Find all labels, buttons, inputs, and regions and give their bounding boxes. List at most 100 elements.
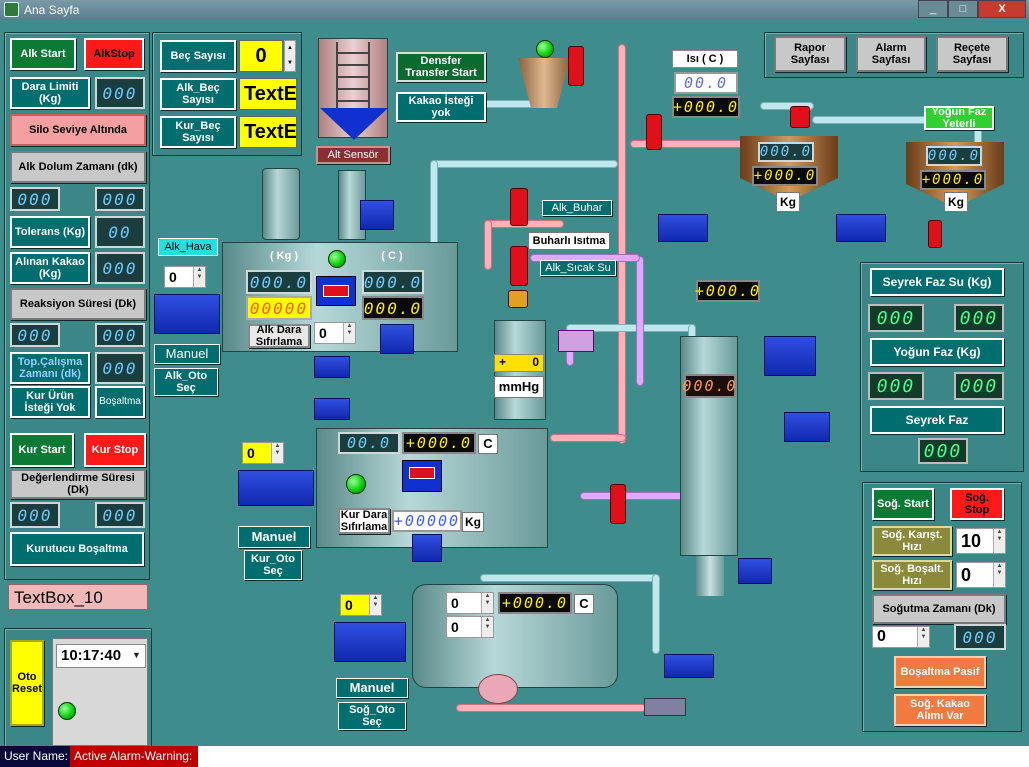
dryer-unit-c: C — [478, 434, 498, 454]
clock-dropdown-icon[interactable]: ▼ — [132, 650, 141, 660]
tank-valve-icon[interactable] — [790, 106, 810, 128]
dara-limiti-label: Dara Limiti (Kg) — [10, 77, 90, 109]
tank2-display-b: +000.0 — [920, 170, 986, 190]
sogutma-zamani-display: 000 — [954, 624, 1006, 650]
spinner-arrows-icon[interactable]: ▲▼ — [993, 529, 1005, 553]
alk-dolum-display-a: 000 — [10, 187, 60, 211]
alarm-sayfasi-button[interactable]: Alarm Sayfası — [856, 36, 926, 72]
manuel-2-button[interactable]: Manuel — [238, 526, 310, 548]
pink-pipe-main — [618, 44, 626, 444]
densfer-transfer-button[interactable]: Densfer Transfer Start — [396, 52, 486, 82]
alk-oto-button[interactable]: Alk_Oto Seç — [154, 368, 218, 396]
alk-hava-spinner[interactable]: 0 ▲▼ — [164, 266, 206, 288]
alk-dara-spinner[interactable]: 0▲▼ — [314, 322, 356, 344]
column-bottom-pump-icon[interactable] — [738, 558, 772, 584]
cooler-pump-icon[interactable] — [478, 674, 518, 704]
tank1-display-a: 000.0 — [758, 142, 814, 162]
tank1-kg-label: Kg — [776, 192, 800, 212]
cooler-spinner-a[interactable]: 0 ▲▼ — [446, 592, 494, 614]
alk-stop-button[interactable]: AlkStop — [84, 38, 144, 70]
alk-hava-value: 0 — [169, 269, 177, 285]
column-motor-icon[interactable] — [764, 336, 816, 376]
pink-pipe-buhar-down — [484, 220, 492, 270]
column-pump-icon[interactable] — [784, 412, 830, 442]
sog-stop-button[interactable]: Soğ. Stop — [950, 488, 1004, 520]
pink-pipe-cooler — [456, 704, 646, 712]
sog-kanst-label: Soğ. Karışt. Hızı — [872, 526, 952, 556]
alinan-kakao-label: Alınan Kakao (Kg) — [10, 252, 90, 284]
spinner-arrows-icon[interactable]: ▲▼ — [993, 563, 1005, 587]
recete-sayfasi-button[interactable]: Reçete Sayfası — [936, 36, 1008, 72]
pump-1-icon[interactable] — [658, 214, 708, 242]
tolerans-display: 00 — [95, 216, 145, 248]
kur-value: 0 — [247, 445, 255, 461]
sicak-su-valve-icon[interactable] — [510, 246, 528, 286]
alk-start-button[interactable]: Alk Start — [10, 38, 76, 70]
feeder-motor-icon[interactable] — [360, 200, 394, 230]
close-button[interactable]: X — [978, 0, 1026, 18]
reactor-motor-icon[interactable] — [380, 324, 414, 354]
seyrek-faz-label: Seyrek Faz — [870, 406, 1004, 434]
spinner-arrows-icon[interactable]: ▲▼ — [917, 627, 929, 647]
seyrek-su-display-a: 000 — [868, 304, 924, 332]
sog-kakao-alimi-button[interactable]: Soğ. Kakao Alımı Var — [894, 694, 986, 726]
dryer-valve-icon[interactable] — [610, 484, 626, 524]
spinner-arrows-icon[interactable]: ▲▼ — [343, 323, 355, 343]
active-alarm-label: Active Alarm-Warning: — [70, 746, 198, 767]
degerlendirme-display-a: 000 — [10, 502, 60, 528]
cooler-spinner-b[interactable]: 0 ▲▼ — [446, 616, 494, 638]
dryer-motor-icon[interactable] — [238, 470, 314, 506]
spinner-arrows-icon[interactable]: ▲▼ — [481, 617, 493, 637]
rapor-sayfasi-button[interactable]: Rapor Sayfası — [774, 36, 846, 72]
spinner-arrows-icon[interactable]: ▲▼ — [193, 267, 205, 287]
outlet-valve-icon[interactable] — [644, 698, 686, 716]
cooler-d-value: 0 — [451, 619, 459, 635]
kur-stop-button[interactable]: Kur Stop — [84, 433, 146, 467]
sogutma-zamani-value: 0 — [877, 628, 886, 645]
spinner-arrows-icon[interactable]: ▲▼ — [481, 593, 493, 613]
transfer-pump-icon[interactable] — [314, 356, 350, 378]
oto-reset-button[interactable]: Oto Reset — [10, 640, 44, 726]
distillation-column — [680, 336, 738, 556]
pump-2-icon[interactable] — [836, 214, 886, 242]
kurutucu-bosaltma-button[interactable]: Kurutucu Boşaltma — [10, 532, 144, 566]
cooler-a-value: 0 — [451, 595, 459, 611]
clock-display[interactable]: 10:17:40 — [56, 644, 146, 668]
alk-hava-motor-icon[interactable] — [154, 294, 220, 334]
alk-dolum-display-b: 000 — [95, 187, 145, 211]
degerlendirme-display-b: 000 — [95, 502, 145, 528]
sogutma-zamani-spinner[interactable]: 0 ▲▼ — [872, 626, 930, 648]
kur-dara-button[interactable]: Kur Dara Sıfırlama — [338, 508, 390, 534]
sog-spinner[interactable]: 0▲▼ — [340, 594, 382, 616]
textbox-10[interactable]: TextBox_10 — [8, 584, 148, 610]
kur-start-button[interactable]: Kur Start — [10, 433, 74, 467]
spinner-arrows-icon[interactable]: ▲▼ — [369, 595, 381, 615]
bosaltma-pasif-button[interactable]: Boşaltma Pasif — [894, 656, 986, 688]
bec-spinner-icon[interactable]: ▲▼ — [284, 40, 296, 72]
cooler-motor-icon[interactable] — [334, 622, 406, 662]
column-orange-display: 000.0 — [682, 374, 736, 398]
hopper-valve-icon[interactable] — [568, 46, 584, 86]
manuel-3-button[interactable]: Manuel — [336, 678, 408, 698]
buhar-valve-icon[interactable] — [510, 188, 528, 226]
sog-start-button[interactable]: Soğ. Start — [872, 488, 934, 520]
transfer-pump-2-icon[interactable] — [314, 398, 350, 420]
dryer-pump-icon[interactable] — [412, 534, 442, 562]
kur-oto-button[interactable]: Kur_Oto Seç — [244, 550, 302, 580]
kur-spinner[interactable]: 0 ▲▼ — [242, 442, 284, 464]
sog-kanst-spinner[interactable]: 10 ▲▼ — [956, 528, 1006, 554]
cooler-side-pump-icon[interactable] — [664, 654, 714, 678]
spinner-arrows-icon[interactable]: ▲▼ — [271, 443, 283, 463]
reaksiyon-label: Reaksiyon Süresi (Dk) — [10, 288, 146, 320]
isi-valve-icon[interactable] — [646, 114, 662, 150]
sog-oto-button[interactable]: Soğ_Oto Seç — [338, 702, 406, 730]
yogun-faz-display-b: 000 — [954, 372, 1004, 400]
maximize-button[interactable]: □ — [948, 0, 978, 18]
sog-kanst-value: 10 — [961, 530, 982, 551]
tank2-valve-icon[interactable] — [928, 220, 942, 248]
vacuum-valve-icon[interactable] — [508, 290, 528, 308]
alk-dara-button[interactable]: Alk Dara Sıfırlama — [248, 324, 310, 348]
sog-bosalt-spinner[interactable]: 0▲▼ — [956, 562, 1006, 588]
manuel-1-button[interactable]: Manuel — [154, 344, 220, 364]
minimize-button[interactable]: _ — [918, 0, 948, 18]
